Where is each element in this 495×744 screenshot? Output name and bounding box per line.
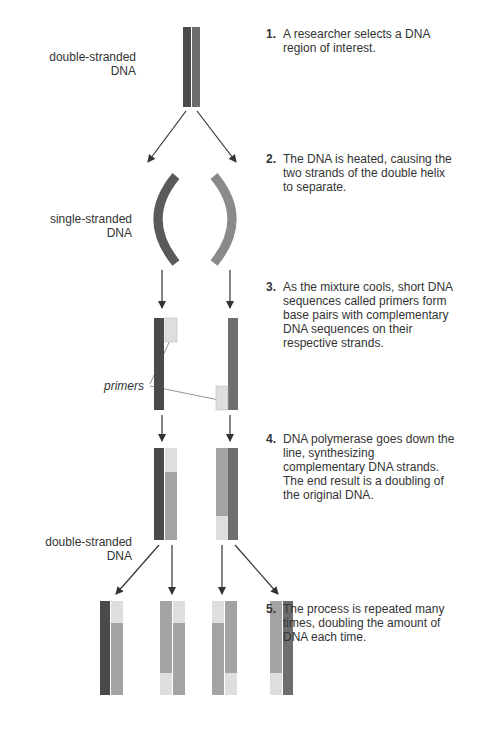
step-text: A researcher selects a DNA region of int… [283,27,433,55]
step-number: 2. [266,152,282,166]
new-strand [225,601,237,695]
dna-strand [228,318,238,410]
new-strand [111,601,123,695]
flow-arrow [229,270,230,308]
primer [160,673,172,695]
flow-arrow [221,545,222,594]
dna-strand [183,27,191,107]
new-strand [173,601,185,695]
step-text: The DNA is heated, causing the two stran… [283,152,455,194]
dna-strand [154,448,164,540]
flow-arrow [161,270,162,308]
dna-strand [228,448,238,540]
primer [173,601,185,623]
new-strand [212,601,224,695]
flow-arrow [235,545,278,594]
step-number: 1. [266,27,282,41]
flow-arrow [197,111,236,162]
new-strand [165,448,177,540]
dna-strand [100,601,110,695]
primer [270,673,282,695]
step-text: As the mixture cools, short DNA sequence… [283,280,455,350]
primer [111,601,123,623]
single-strand [158,176,176,263]
strand-label: double-stranded DNA [40,535,132,563]
flow-arrow [148,111,186,162]
dna-strand [154,318,164,410]
step-text: DNA polymerase goes down the line, synth… [283,432,455,502]
strand-label: single-stranded DNA [40,212,132,240]
primer [165,448,177,472]
step-number: 4. [266,432,282,446]
single-strand [214,176,232,263]
step-number: 3. [266,280,282,294]
flow-arrow [171,545,172,594]
primer [216,516,228,540]
dna-strand [192,27,200,107]
strand-label: double-stranded DNA [44,50,136,78]
flow-arrow [229,415,230,441]
primer [165,318,177,342]
primer-label: primers [104,379,148,393]
step-text: The process is repeated many times, doub… [283,602,455,644]
flow-arrow [161,415,162,441]
primer [216,386,228,410]
step-number: 5. [266,602,282,616]
primer [212,601,224,623]
new-strand [216,448,228,540]
primer [225,673,237,695]
new-strand [160,601,172,695]
